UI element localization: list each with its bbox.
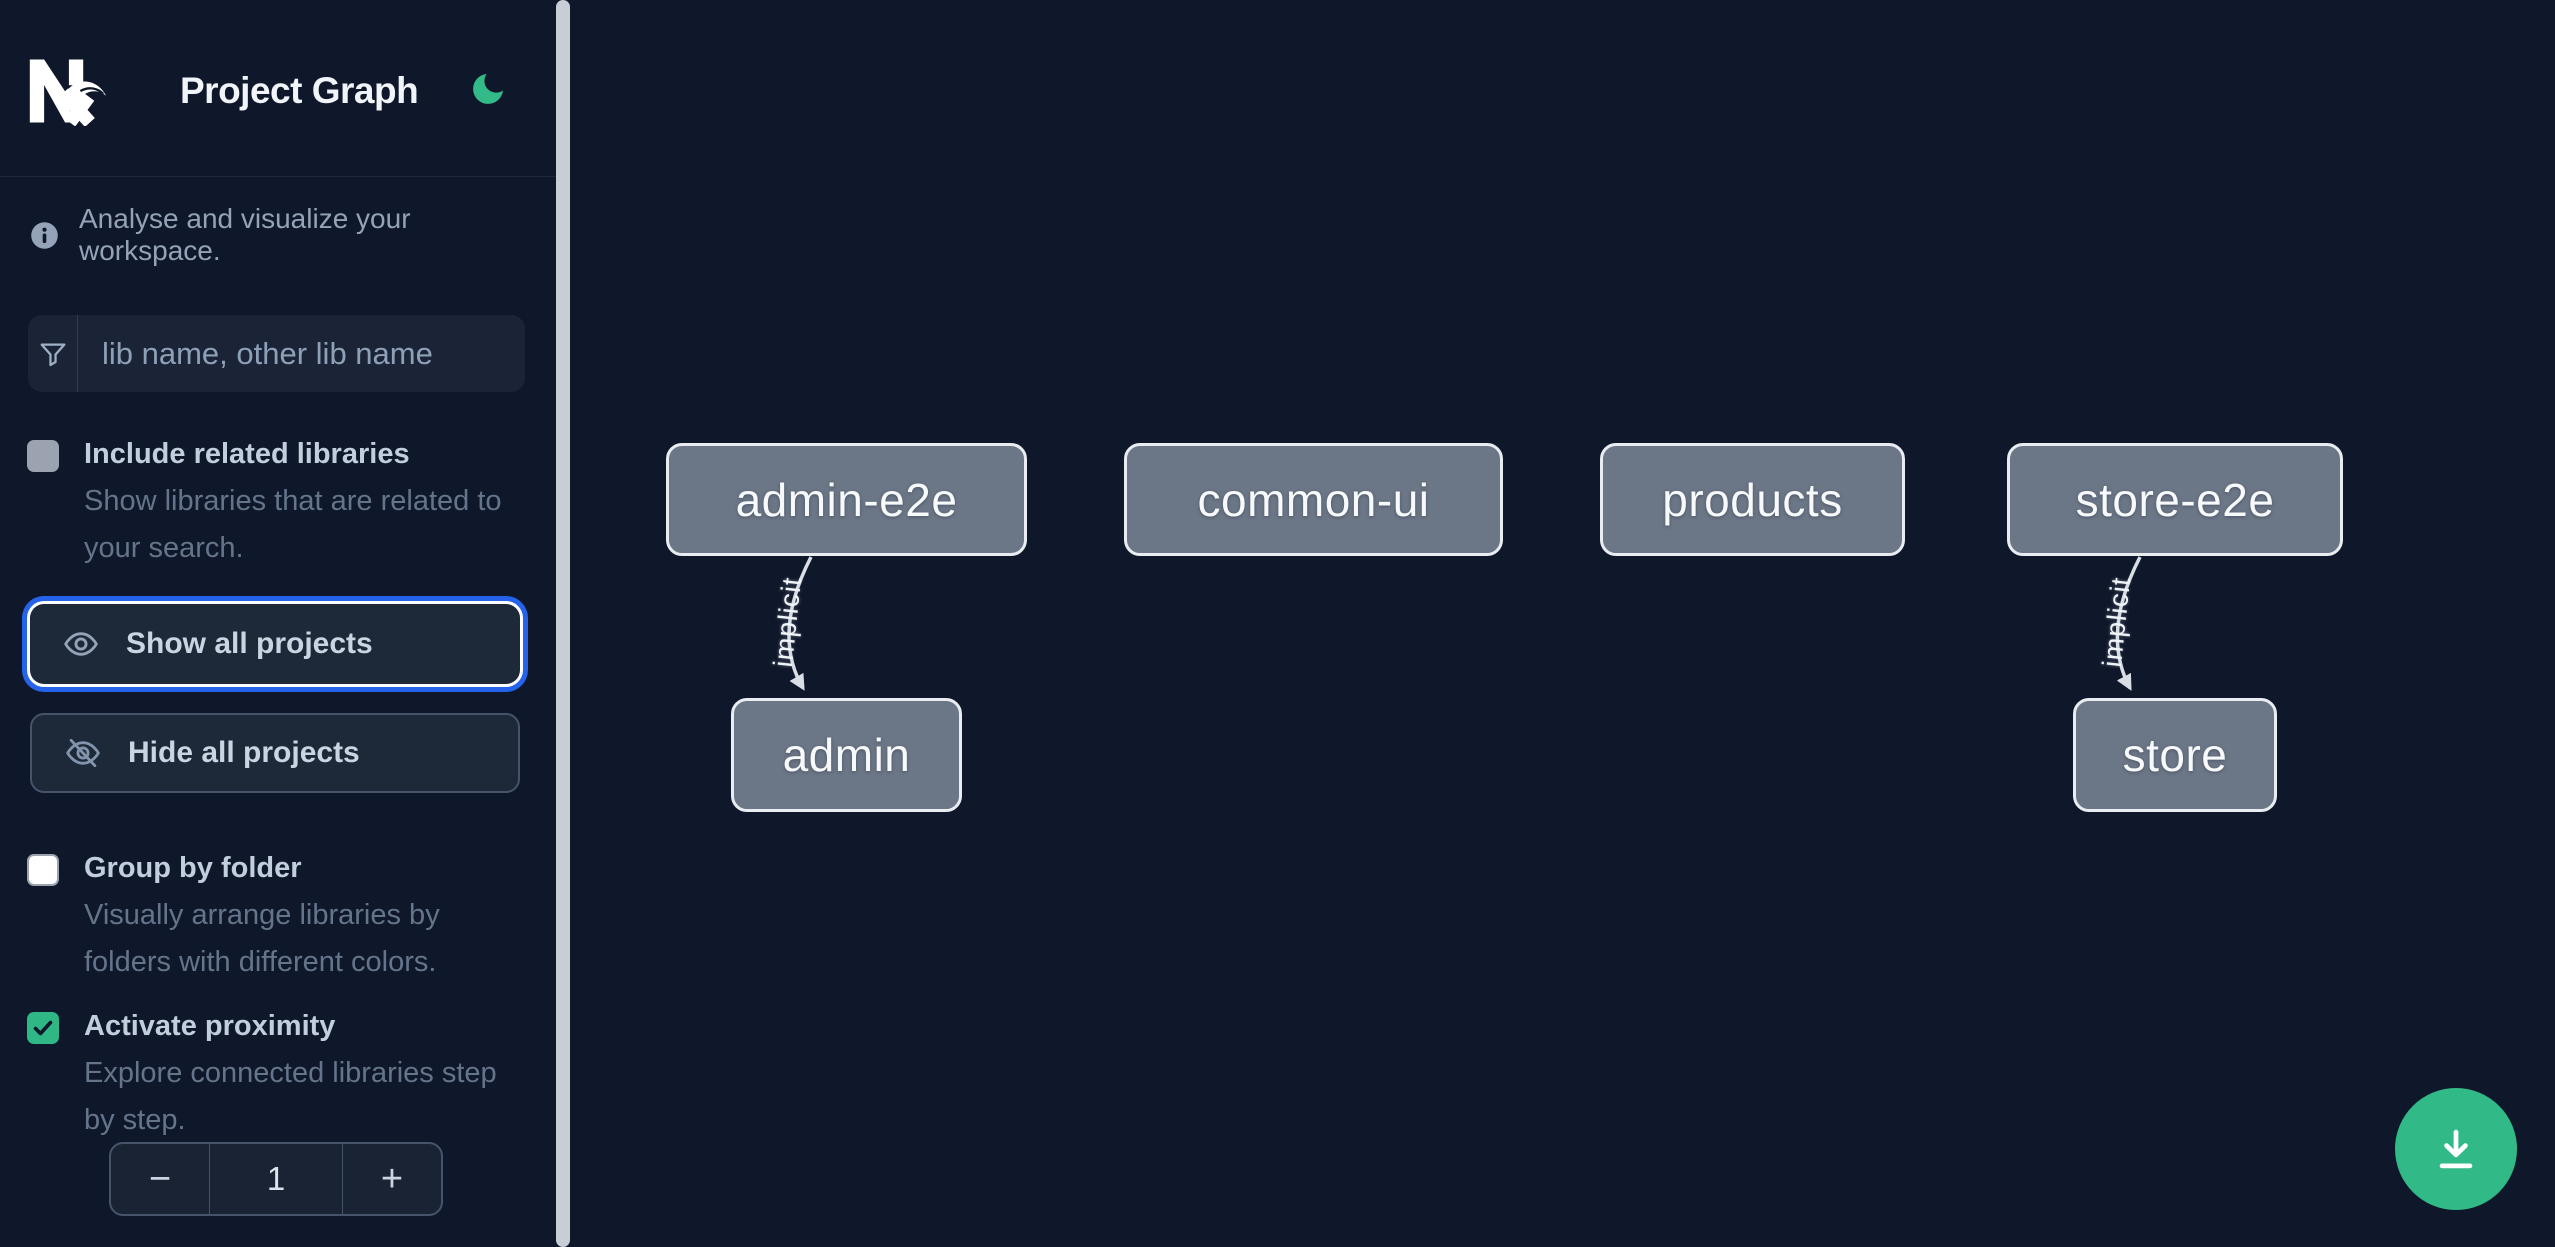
group-by-folder-label: Group by folder	[84, 852, 302, 884]
search-input[interactable]	[78, 315, 525, 392]
download-image-button[interactable]	[2395, 1088, 2517, 1210]
nx-logo-icon	[29, 59, 107, 126]
graph-edges	[787, 556, 2142, 691]
graph-node-admin[interactable]: admin	[731, 698, 962, 812]
workspace-info-text: Analyse and visualize your workspace.	[79, 203, 411, 266]
show-all-projects-button[interactable]: Show all projects	[30, 604, 520, 684]
group-by-folder-checkbox[interactable]	[27, 854, 59, 886]
filter-icon-cell	[28, 315, 78, 392]
moon-icon	[468, 69, 508, 109]
check-icon	[31, 1016, 55, 1040]
graph-node-common-ui[interactable]: common-ui	[1124, 443, 1503, 556]
include-related-label: Include related libraries	[84, 438, 410, 470]
theme-toggle-button[interactable]	[466, 68, 510, 112]
edge-label: implicit	[767, 575, 808, 669]
proximity-decrement-button[interactable]: −	[111, 1144, 209, 1214]
graph-canvas[interactable]: admin-e2e common-ui products store-e2e admin…	[570, 0, 2555, 1247]
workspace-info: Analyse and visualize your workspace.	[30, 203, 556, 267]
funnel-icon	[37, 338, 69, 370]
proximity-stepper: − 1 +	[109, 1142, 443, 1216]
page-title: Project Graph	[180, 70, 419, 111]
proximity-increment-button[interactable]: +	[343, 1144, 441, 1214]
eye-icon	[62, 625, 100, 663]
include-related-checkbox[interactable]	[27, 440, 59, 472]
graph-node-products[interactable]: products	[1600, 443, 1905, 556]
proximity-value: 1	[209, 1144, 343, 1214]
activate-proximity-description: Explore connected libraries step by step…	[84, 1057, 497, 1136]
sidebar: Project Graph Analyse and visualize your…	[0, 0, 556, 1247]
graph-node-store-e2e[interactable]: store-e2e	[2007, 443, 2343, 556]
info-icon	[30, 221, 59, 250]
activate-proximity-label: Activate proximity	[84, 1010, 336, 1042]
edge-label: implicit	[2096, 575, 2137, 669]
eye-off-icon	[64, 734, 102, 772]
sidebar-header: Project Graph	[0, 0, 556, 177]
graph-node-admin-e2e[interactable]: admin-e2e	[666, 443, 1027, 556]
include-related-description: Show libraries that are related to your …	[84, 485, 502, 564]
filter-search	[28, 315, 525, 392]
download-icon	[2429, 1122, 2483, 1176]
sidebar-resize-handle[interactable]	[556, 0, 570, 1247]
graph-node-store[interactable]: store	[2073, 698, 2277, 812]
activate-proximity-checkbox[interactable]	[27, 1012, 59, 1044]
show-all-projects-label: Show all projects	[126, 627, 373, 660]
hide-all-projects-button[interactable]: Hide all projects	[30, 713, 520, 793]
hide-all-projects-label: Hide all projects	[128, 736, 360, 769]
group-by-folder-description: Visually arrange libraries by folders wi…	[84, 899, 440, 978]
